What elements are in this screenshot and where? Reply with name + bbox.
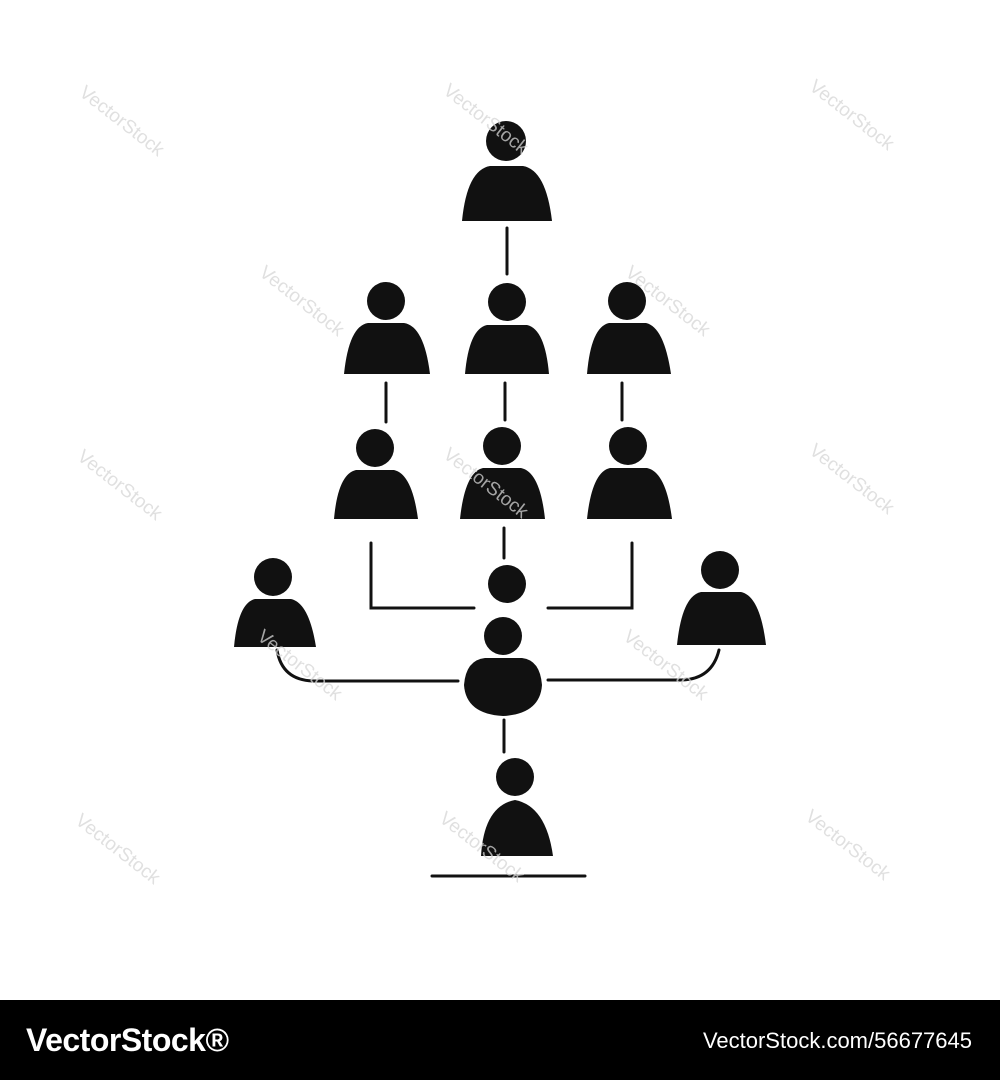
- person-icon-l3-right: [587, 427, 672, 519]
- org-chart-diagram: [234, 121, 766, 878]
- person-icon-side-right: [677, 551, 766, 645]
- person-icon-bottom: [481, 758, 553, 856]
- person-icon-l2-left: [344, 282, 430, 374]
- connector-l3-left-hub: [369, 541, 476, 610]
- connector-side-left-hub: [275, 648, 460, 683]
- footer-bar: VectorStock® VectorStock.com/56677645: [0, 1000, 1000, 1080]
- footer-brand-logo: VectorStock®: [26, 1022, 229, 1058]
- connectors: [275, 226, 721, 878]
- person-icon-l3-center: [460, 427, 545, 519]
- footer-image-url: VectorStock.com/56677645: [702, 1028, 972, 1053]
- person-icon-hub: [464, 565, 542, 716]
- person-icon-side-left: [234, 558, 316, 647]
- connector-side-right-hub: [546, 648, 721, 682]
- connector-l3-right-hub: [546, 541, 634, 610]
- person-icon-l2-center: [465, 283, 549, 374]
- person-icon-root: [462, 121, 552, 221]
- person-icon-l2-right: [587, 282, 671, 374]
- person-icon-l3-left: [334, 429, 418, 519]
